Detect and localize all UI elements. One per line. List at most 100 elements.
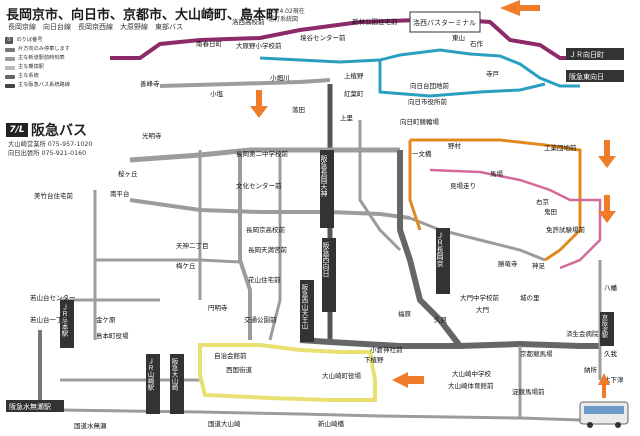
station-box <box>566 70 624 82</box>
route-line-teal <box>259 48 580 88</box>
stop-label: 京都競馬場 <box>520 349 553 358</box>
station-label: 京阪淀駅 <box>601 313 608 339</box>
route-line-gray <box>159 78 331 88</box>
stop-label: 城の里 <box>520 294 540 302</box>
stop-label: 光明寺 <box>142 131 162 140</box>
stop-label: 国道大山崎 <box>208 419 241 428</box>
stop-label: 島本町役場 <box>96 331 129 340</box>
legend-item: 主な阪急バス系統路線 <box>5 81 117 90</box>
office-row: 大山崎営業所 075-957-1020 <box>8 141 93 148</box>
stop-label: 上里 <box>340 113 354 122</box>
stop-label: 紅葉町 <box>344 89 364 98</box>
stop-label: 大門 <box>476 305 489 314</box>
station-box <box>320 150 334 228</box>
stop-label: 新山崎橋 <box>318 419 345 428</box>
stop-label: 向日台団地前 <box>410 81 450 90</box>
route-line-pink <box>429 168 602 270</box>
stop-label: 大原野小学校前 <box>236 41 282 50</box>
legend-swatch <box>5 74 15 79</box>
route-line-teal <box>378 60 546 98</box>
stop-label: 済生会病院 <box>566 329 599 338</box>
route-line-gray <box>129 147 400 163</box>
stop-label: 免許試験場前 <box>546 225 586 234</box>
office-row: 向日出張所 075-921-0160 <box>8 150 87 157</box>
stop-label: 新林公園住宅前 <box>352 17 398 26</box>
stop-label: 小塩 <box>210 89 224 98</box>
route-line-dark <box>397 150 463 348</box>
stop-label: 美竹台住宅前 <box>34 191 74 200</box>
route-line-gray <box>238 150 252 340</box>
station-box <box>60 300 74 348</box>
stop-label: 交通公園前 <box>244 315 277 324</box>
stop-label: 福原 <box>398 309 412 318</box>
route-line-gray <box>409 216 546 262</box>
station-label: ＪＲ山崎駅 <box>146 358 154 392</box>
route-line-dark <box>299 337 600 349</box>
stop-label: 若山台センター <box>30 293 76 302</box>
stop-label: 文化センター前 <box>236 181 282 190</box>
stop-label: 石作 <box>470 39 484 48</box>
stop-label: 工業団地前 <box>544 143 577 152</box>
station-box <box>436 228 450 294</box>
stop-label: 大山崎体育館前 <box>448 381 494 390</box>
bus-wheel <box>615 422 621 428</box>
legend-swatch <box>5 83 15 88</box>
legend-item: 主な系統 <box>5 72 117 81</box>
station-box <box>6 400 64 412</box>
stop-label: 金ケ原 <box>96 315 116 324</box>
legend-swatch <box>5 56 15 61</box>
stop-label: 円明寺 <box>208 304 228 312</box>
station-label: ＪＲ島本駅 <box>60 304 68 338</box>
stop-label: 梅ケ丘 <box>176 261 196 270</box>
stop-label: 右京 <box>536 197 550 206</box>
page-title: 長岡京市、向日市、京都市、大山崎町、島本町 <box>6 8 280 23</box>
stop-label: 西国街道 <box>226 365 253 374</box>
stop-label: 下植野 <box>364 355 384 364</box>
date-stamp: 2024.02現在 運行系統図 <box>268 8 305 24</box>
date-subtext: 運行系統図 <box>268 16 299 23</box>
legend-item: 主な新道駅前時刻表 <box>5 54 117 63</box>
stop-label: 久我 <box>604 349 618 358</box>
legend-item: 片方向のみ停車します <box>5 45 117 54</box>
stop-label: 天神二丁目 <box>176 241 209 250</box>
stop-label: 神足 <box>532 261 546 270</box>
stop-label: 淀競馬場前 <box>512 387 545 396</box>
stop-label: 長岡京高校前 <box>246 225 286 234</box>
route-line-orange <box>410 138 582 262</box>
terminal-box <box>409 11 481 33</box>
legend-swatch: ① <box>5 37 14 44</box>
stop-label: 小畑川 <box>270 73 290 82</box>
stop-label: 寺戸 <box>486 70 500 78</box>
stop-label: 国道水無瀬 <box>74 421 107 430</box>
station-label: 阪急西山天王山 <box>300 283 308 331</box>
stop-label: 見場走り <box>450 181 476 190</box>
brand-logo-icon: 7/L <box>6 123 28 137</box>
station-label: 阪急西向日 <box>322 241 330 278</box>
stop-label: 向日市役所前 <box>408 97 448 106</box>
route-line-gray <box>59 408 581 422</box>
stop-label: 一文橋 <box>412 149 432 158</box>
stop-label: 八幡 <box>604 283 618 292</box>
station-label: 阪急水無瀬駅 <box>9 402 51 411</box>
highlight-arrow-icon <box>250 90 268 118</box>
stop-label: 久貝 <box>434 315 448 324</box>
stop-label: 南平台 <box>110 189 130 198</box>
stop-label: 若山台一丁目 <box>30 315 69 324</box>
highlight-arrow-icon <box>598 373 610 398</box>
date-text: 2024.02現在 <box>268 8 305 15</box>
stop-label: 納所 <box>584 365 598 374</box>
stop-label: 大下津 <box>604 375 624 384</box>
highlight-arrow-icon <box>598 195 616 223</box>
stop-label: 上植野 <box>344 71 364 80</box>
station-label: ＪＲ向日町 <box>569 50 604 59</box>
route-line-yellow <box>198 343 377 402</box>
stop-label: 境谷センター前 <box>300 33 346 42</box>
route-line-gray <box>268 150 282 341</box>
stop-label: 馬場 <box>490 169 504 178</box>
terminal-label: 洛西バスターミナル <box>413 18 476 27</box>
stop-label: 鬼田 <box>544 207 557 216</box>
stop-label: 向日町競輪場 <box>400 117 440 126</box>
